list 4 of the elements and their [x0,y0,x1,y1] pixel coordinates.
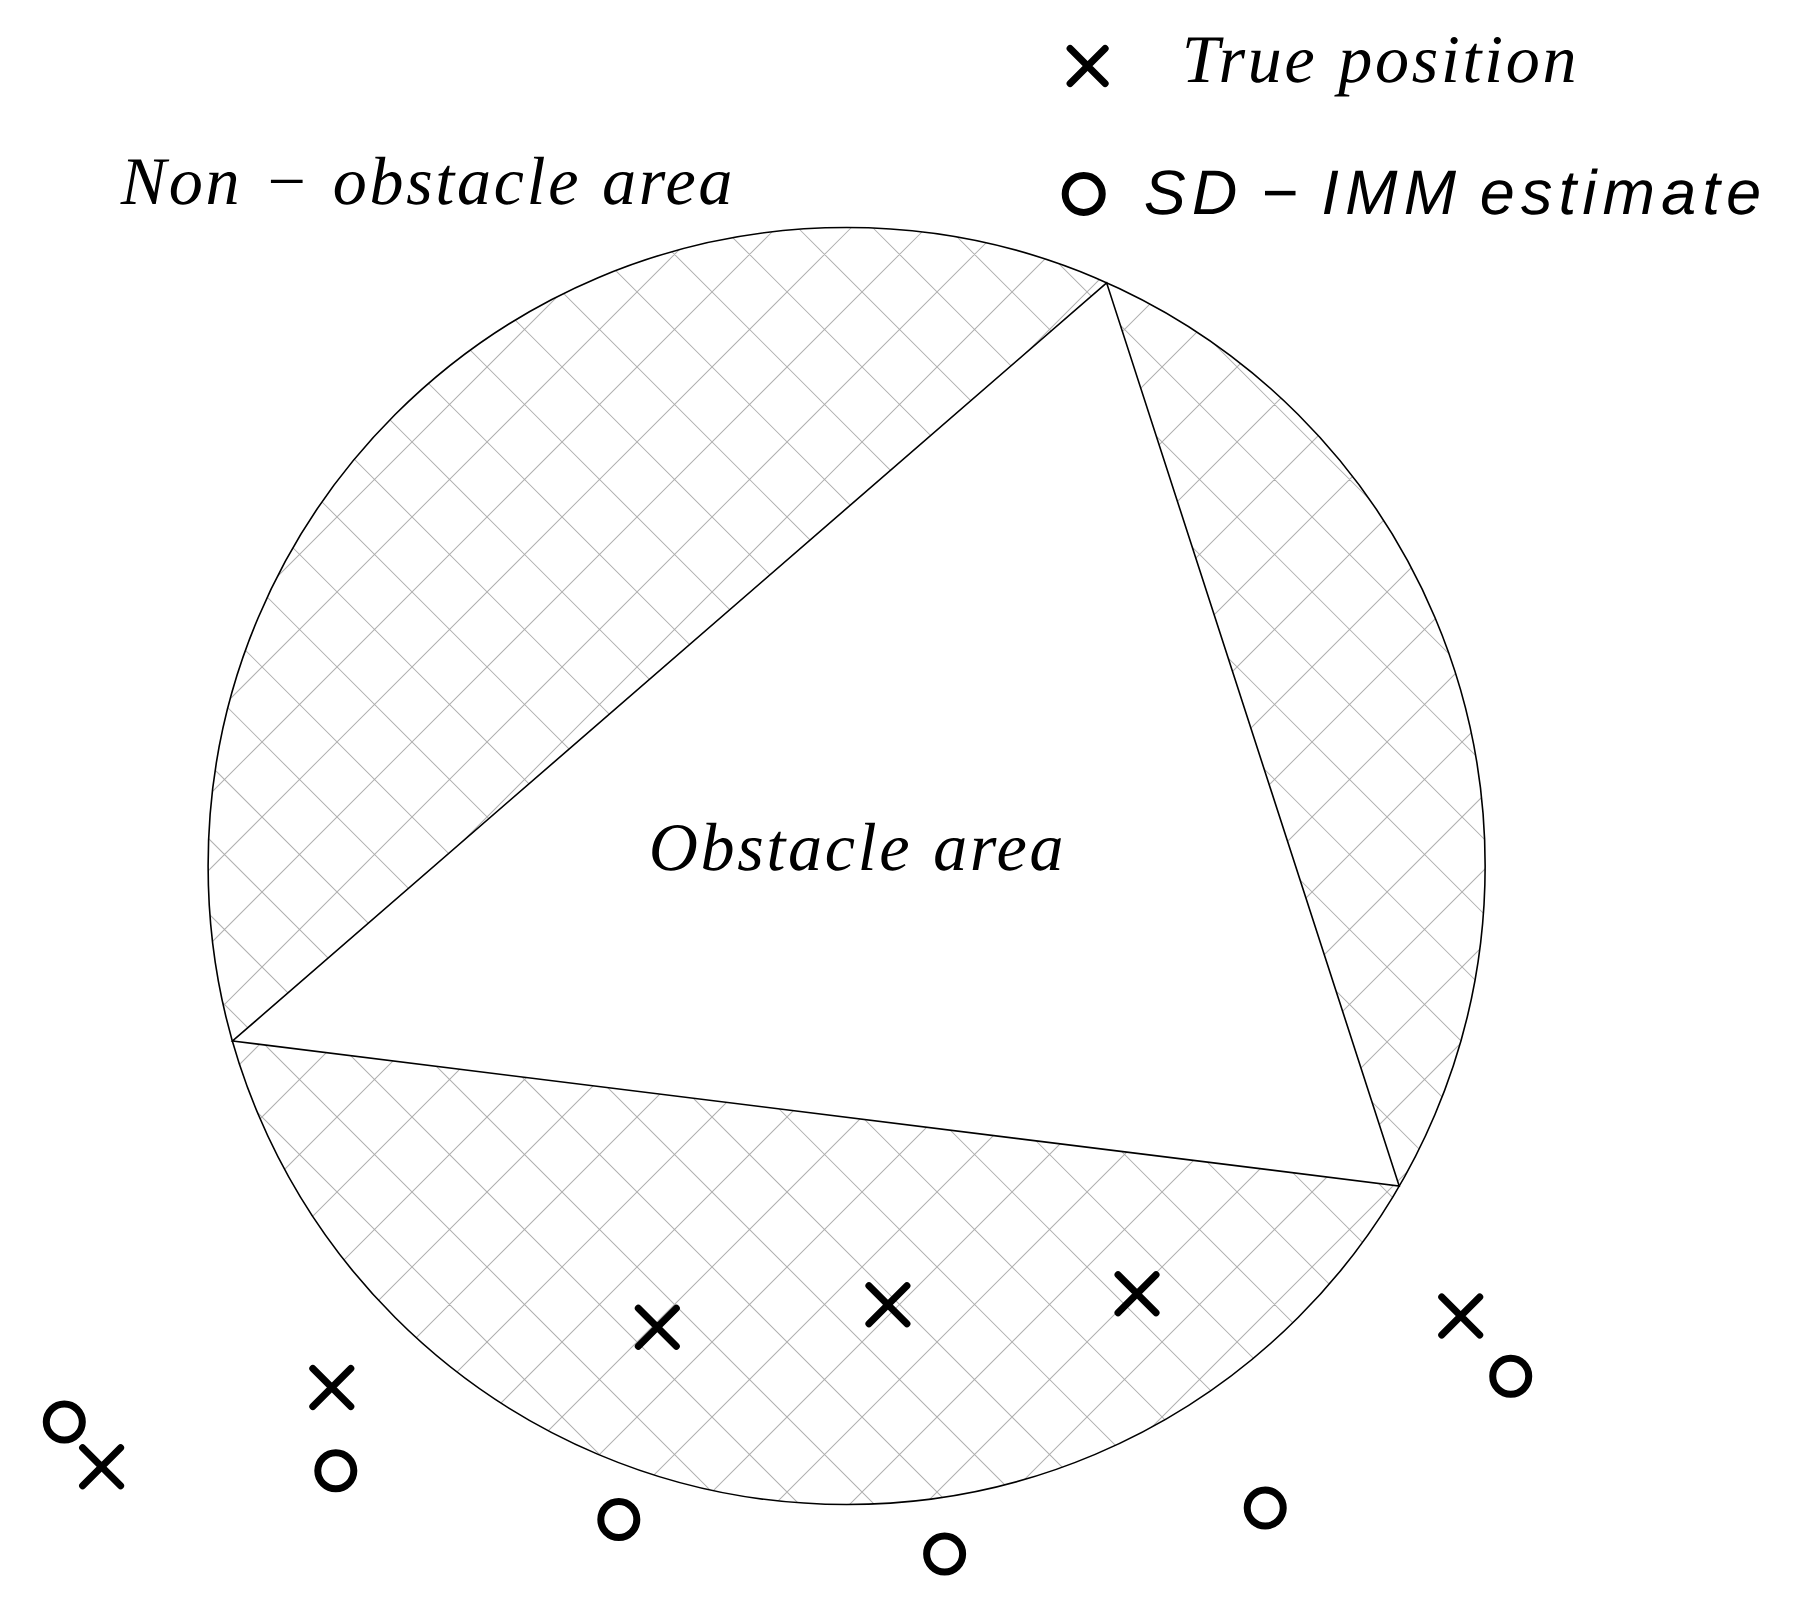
legend-label: SD − IMM estimate [1145,168,1759,215]
region-label: Non − obstacle area [120,156,730,205]
region-label: Obstacle area [652,822,1061,871]
legend-label: True position [1186,36,1574,97]
